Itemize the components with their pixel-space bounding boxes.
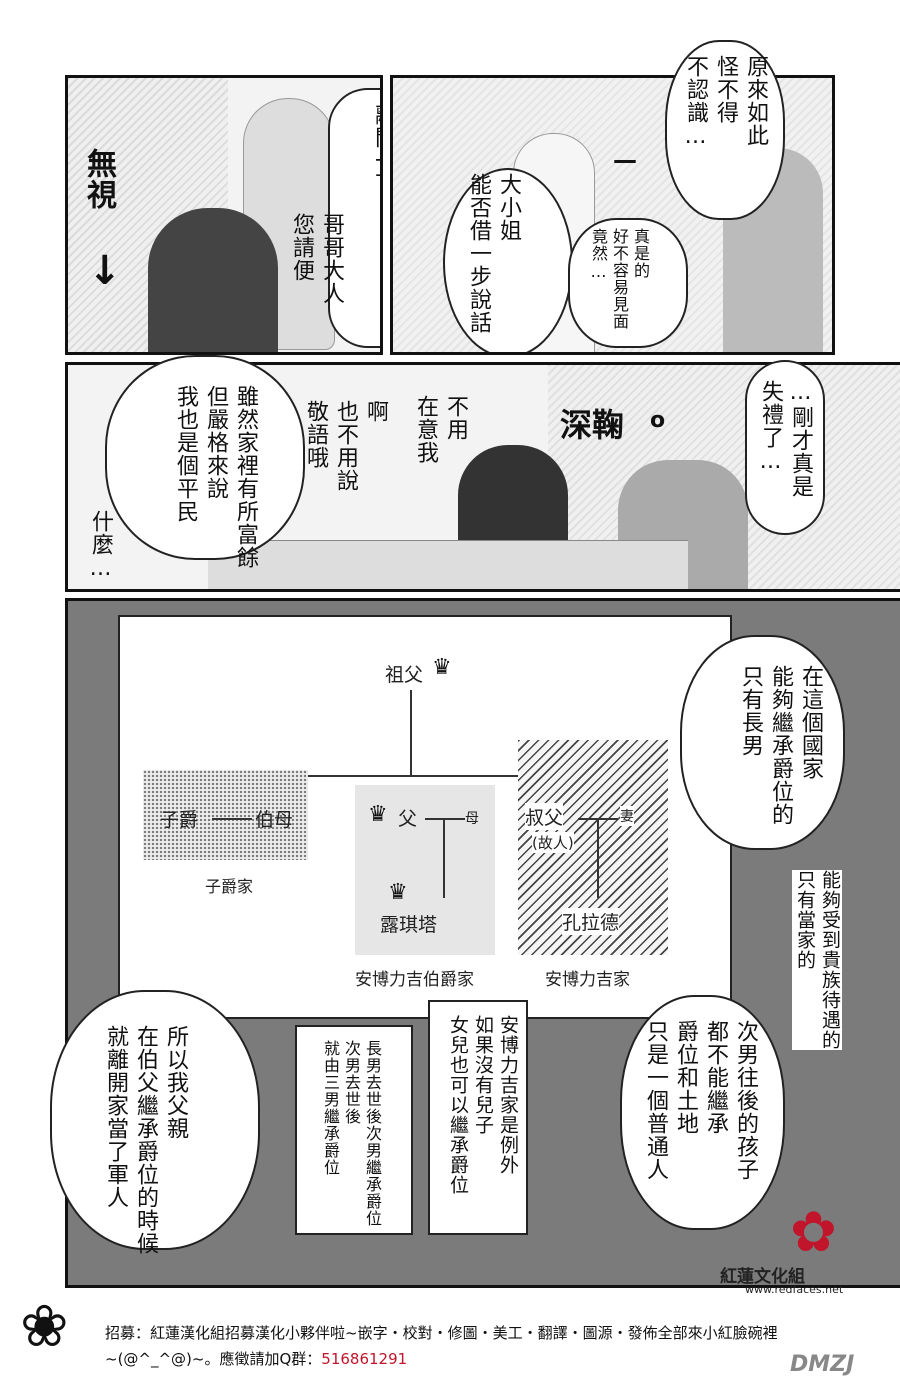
sfx-bow-mark: o bbox=[650, 408, 666, 433]
logo-text: 紅蓮文化組 bbox=[720, 1267, 805, 1287]
side-text: 能夠受到貴族待遇的 只有當家的 bbox=[792, 870, 842, 1050]
node-lucita: 露琪塔 bbox=[380, 914, 438, 936]
label-family-house: 安博力吉家 bbox=[545, 970, 630, 990]
speech-miss: 大小姐 能否借一步說話 bbox=[466, 173, 521, 334]
crown-icon: ♛ bbox=[432, 655, 452, 680]
viscount-area bbox=[143, 770, 308, 860]
note-exception-text: 安博力吉家是例外 如果沒有兒子 女兒也可以繼承爵位 bbox=[447, 1015, 519, 1195]
node-grandfather: 祖父 bbox=[385, 664, 424, 686]
node-uncle: 叔父 bbox=[525, 803, 564, 830]
speech-bubble-commoner bbox=[105, 355, 305, 560]
lotus-ink-icon: ❀ bbox=[20, 1292, 69, 1360]
sfx-bow: 深鞠 bbox=[560, 406, 625, 444]
note-succession bbox=[295, 1025, 413, 1235]
tree-line bbox=[275, 775, 595, 777]
sfx-ignore: 無視 bbox=[81, 148, 116, 210]
crown-icon: ♛ bbox=[368, 802, 388, 827]
node-conrad: 孔拉德 bbox=[562, 908, 620, 935]
earl-house-area bbox=[355, 785, 495, 955]
speech-father: 所以我父親 在伯父繼承爵位的時候 就離開家當了軍人 bbox=[103, 1025, 188, 1255]
node-aunt: 伯母 bbox=[255, 809, 294, 831]
thought-so: 原來如此 怪不得 不認識… bbox=[683, 55, 768, 150]
speech-no-mind: 不用 在意我 bbox=[413, 395, 468, 464]
lotus-logo-icon: ✿ bbox=[790, 1200, 837, 1265]
note-exception bbox=[428, 1000, 528, 1235]
tree-line bbox=[425, 818, 465, 820]
speech-leave: 我稍微 離開一下 bbox=[371, 103, 383, 195]
dmzj-watermark: DMZJ bbox=[790, 1352, 855, 1377]
footer-line-1: 招募：紅蓮漢化組招募漢化小夥伴啦~嵌字・校對・修圖・美工・翻譯・圖源・發佈全部來… bbox=[105, 1324, 778, 1342]
character-soldier bbox=[148, 208, 278, 352]
speech-commoner: 雖然家裡有所富餘 但嚴格來說 我也是個平民 bbox=[173, 385, 258, 569]
thought-bubble-really bbox=[568, 218, 688, 348]
speech-what: 什麼… bbox=[88, 510, 113, 582]
node-wife: 妻 bbox=[620, 806, 634, 826]
arrow-down-icon: ↓ bbox=[88, 248, 122, 294]
tree-line bbox=[410, 690, 412, 775]
label-viscount-house: 子爵家 bbox=[205, 877, 254, 896]
tree-line bbox=[443, 818, 445, 898]
note-succession-text: 長男去世後次男繼承爵位 次男去世後 就由三男繼承爵位 bbox=[321, 1040, 382, 1227]
qq-number: 516861291 bbox=[321, 1350, 408, 1368]
node-father: 父 bbox=[398, 808, 418, 830]
speech-bubble-leave bbox=[328, 88, 380, 348]
speech-bubble-rude bbox=[745, 360, 825, 535]
footer-line-2: ~(@^_^@)~。應徵請加Q群：516861291 bbox=[105, 1348, 895, 1369]
node-mother: 母 bbox=[465, 811, 479, 827]
speech-bubble-miss bbox=[443, 168, 573, 352]
thought-bubble-so bbox=[665, 40, 785, 220]
thought-really: 真是的 好不容易見面 竟然… bbox=[589, 228, 650, 330]
node-viscount: 子爵 bbox=[160, 809, 199, 831]
speech-second: 次男往後的孩子 都不能繼承 爵位和土地 只是一個普通人 bbox=[643, 1020, 758, 1181]
sofa bbox=[208, 540, 688, 589]
tree-line bbox=[597, 818, 599, 898]
tree-line bbox=[212, 818, 252, 820]
speech-go: 哥哥大人 您請便 bbox=[289, 213, 344, 305]
speech-eldest: 在這個國家 能夠繼承爵位的 只有長男 bbox=[738, 665, 823, 826]
sfx-hmm: — bbox=[613, 146, 637, 174]
footer-line-2-text: ~(@^_^@)~。應徵請加Q群： bbox=[105, 1350, 322, 1368]
crown-icon: ♛ bbox=[388, 880, 408, 905]
speech-rude: …剛才真是 失禮了… bbox=[758, 380, 813, 498]
logo-url: www.redfaces.net bbox=[745, 1283, 844, 1296]
speech-bubble-eldest bbox=[680, 635, 845, 850]
speech-honorific: 啊 也不用說 敬語哦 bbox=[303, 400, 388, 492]
speech-bubble-second bbox=[620, 995, 785, 1230]
panel-top-left: 我稍微 離開一下 哥哥大人 您請便 無視 ↓ bbox=[65, 75, 383, 355]
label-earl-house: 安博力吉伯爵家 bbox=[355, 970, 474, 990]
speech-bubble-father bbox=[50, 990, 260, 1250]
node-deceased: (故人) bbox=[532, 832, 574, 853]
